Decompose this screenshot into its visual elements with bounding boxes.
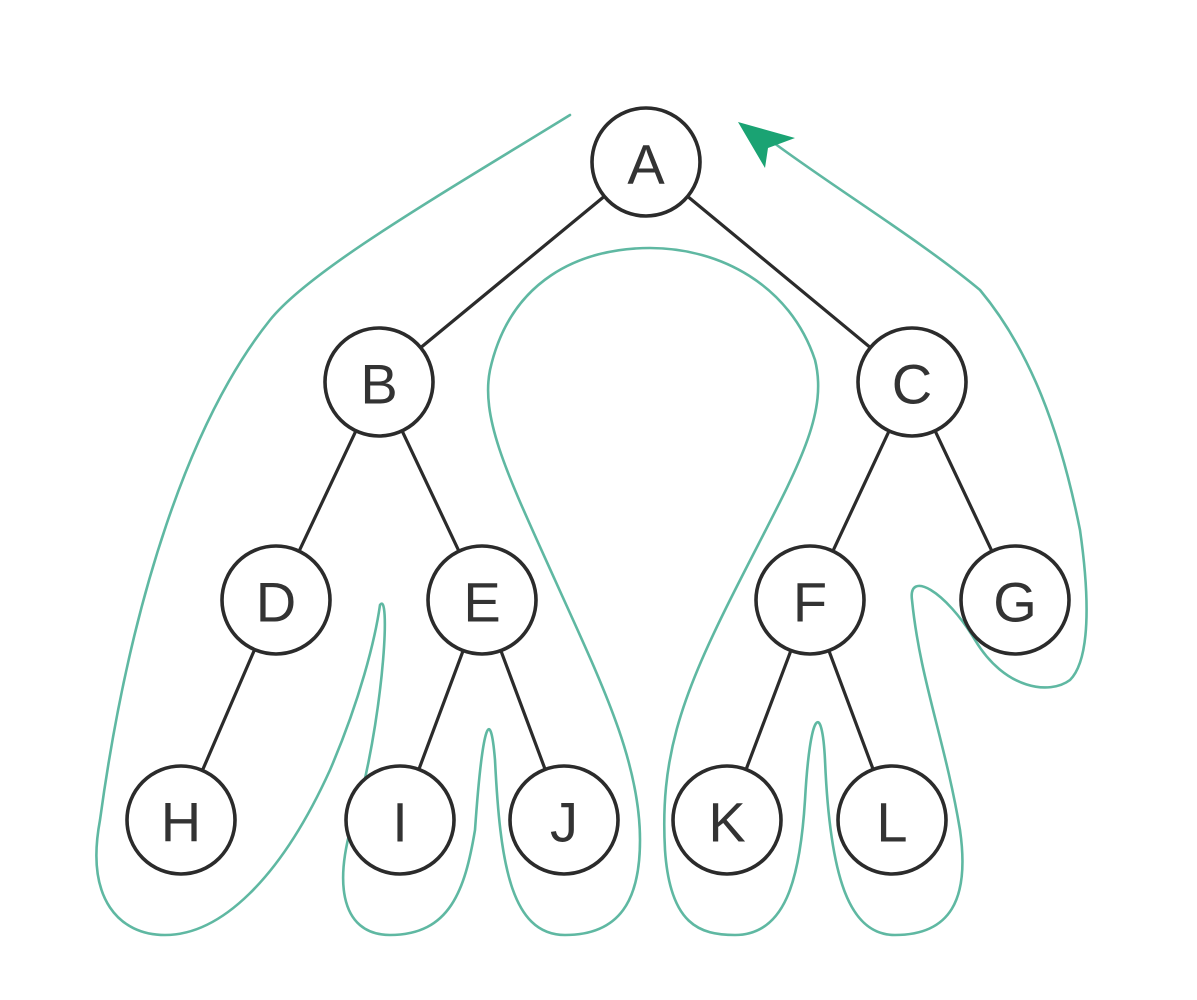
node-circle	[344, 764, 456, 876]
node-label: I	[392, 791, 408, 854]
arrowhead-icon	[738, 122, 795, 168]
node-e: E	[426, 544, 538, 656]
node-circle	[590, 106, 702, 218]
node-circle	[836, 764, 948, 876]
edge-a-b	[377, 160, 648, 384]
node-c: C	[856, 326, 968, 438]
node-g: G	[959, 544, 1071, 656]
node-circle	[125, 764, 237, 876]
node-label: B	[360, 353, 397, 416]
node-circle	[426, 544, 538, 656]
node-k: K	[671, 764, 783, 876]
node-label: C	[892, 353, 932, 416]
node-label: L	[876, 791, 907, 854]
node-d: D	[220, 544, 332, 656]
node-b: B	[323, 326, 435, 438]
node-circle	[508, 764, 620, 876]
node-h: H	[125, 764, 237, 876]
node-label: H	[161, 791, 201, 854]
node-label: A	[627, 133, 665, 196]
node-label: E	[463, 571, 500, 634]
node-circle	[671, 764, 783, 876]
node-circle	[856, 326, 968, 438]
node-label: J	[550, 791, 578, 854]
node-circle	[323, 326, 435, 438]
node-label: K	[708, 791, 745, 854]
node-l: L	[836, 764, 948, 876]
node-circle	[220, 544, 332, 656]
node-j: J	[508, 764, 620, 876]
node-label: G	[993, 571, 1037, 634]
nodes-layer: A B C D E F G H I J K L	[125, 106, 1071, 876]
node-circle	[959, 544, 1071, 656]
node-label: F	[793, 571, 827, 634]
node-i: I	[344, 764, 456, 876]
edges-layer	[179, 160, 1017, 822]
edge-a-c	[644, 160, 914, 384]
traversal-path	[95, 113, 1088, 937]
traversal-arrowhead	[738, 122, 795, 168]
node-label: D	[256, 571, 296, 634]
node-circle	[754, 544, 866, 656]
node-f: F	[754, 544, 866, 656]
node-a: A	[590, 106, 702, 218]
